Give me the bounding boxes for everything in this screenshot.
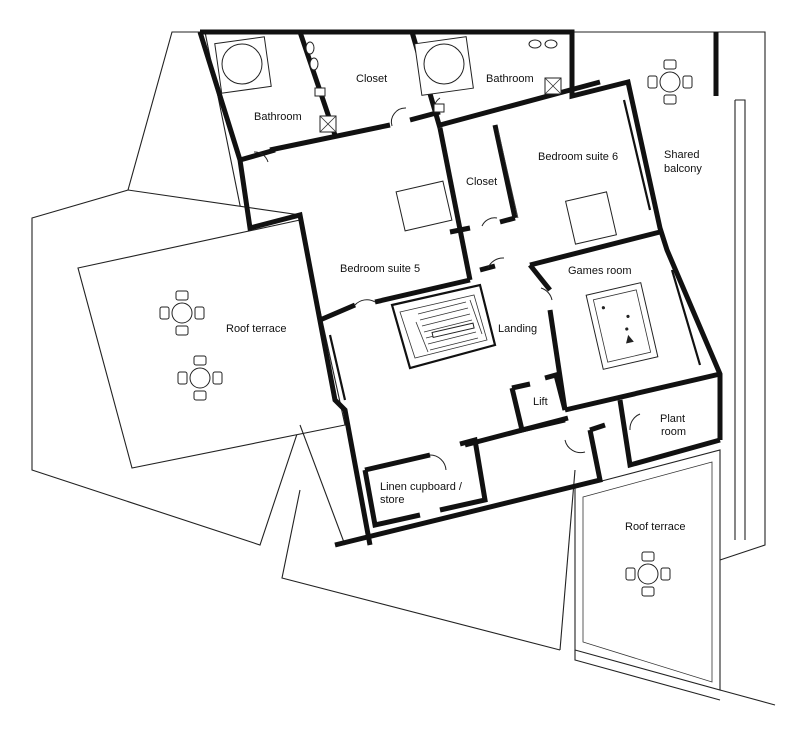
outdoor-table-balcony — [647, 59, 693, 105]
label-linen-line2: store — [380, 494, 404, 506]
walls — [197, 29, 723, 548]
outdoor-table-left-2 — [177, 355, 223, 401]
beds — [395, 129, 618, 245]
outdoor-table-left-1 — [159, 290, 205, 336]
label-shared-balcony-line1: Shared — [664, 149, 699, 161]
label-bathroom-left: Bathroom — [254, 111, 302, 123]
roof-outline — [31, 31, 776, 706]
snooker-table — [585, 282, 659, 370]
label-plant-room-line1: Plant — [660, 413, 685, 425]
shared-balcony — [572, 31, 720, 96]
room-labels: Bathroom Closet Bathroom Shared balcony … — [226, 73, 702, 533]
label-games-room: Games room — [568, 265, 632, 277]
stairs — [390, 283, 497, 370]
label-roof-terrace-right: Roof terrace — [625, 521, 686, 533]
label-bathroom-right: Bathroom — [486, 73, 534, 85]
label-closet-middle: Closet — [466, 176, 497, 188]
label-plant-room-line2: room — [661, 426, 686, 438]
label-landing: Landing — [498, 323, 537, 335]
label-bedroom-suite-5: Bedroom suite 5 — [340, 263, 420, 275]
label-closet-top: Closet — [356, 73, 387, 85]
label-shared-balcony-line2: balcony — [664, 163, 702, 175]
windows — [300, 99, 702, 401]
label-lift: Lift — [533, 396, 548, 408]
label-roof-terrace-left: Roof terrace — [226, 323, 287, 335]
outdoor-table-right — [625, 551, 671, 597]
label-linen-line1: Linen cupboard / — [380, 481, 463, 493]
bathroom-fixtures — [214, 36, 562, 133]
label-bedroom-suite-6: Bedroom suite 6 — [538, 151, 618, 163]
